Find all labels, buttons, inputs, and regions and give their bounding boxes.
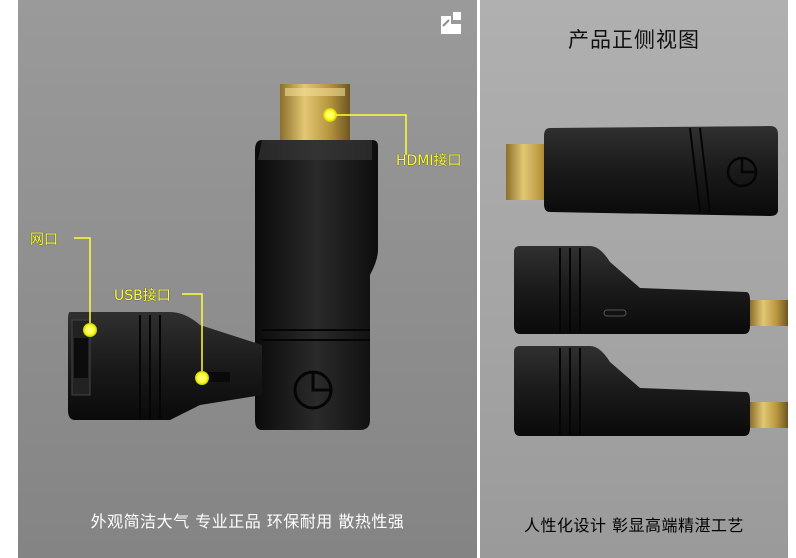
panel-divider — [477, 0, 480, 558]
front-logo-icon — [726, 156, 758, 188]
usb-callout-label: USB接口 — [114, 288, 171, 304]
right-caption: 人性化设计 彰显高端精湛工艺 — [523, 516, 745, 535]
usb-port — [200, 372, 230, 382]
left-photo-panel — [18, 0, 477, 558]
front-view-device — [506, 126, 778, 216]
side-view-device-bottom — [514, 346, 788, 436]
adapter-body — [255, 140, 378, 430]
hdmi-callout-label: HDMI接口 — [396, 153, 462, 169]
brand-logo-icon — [441, 12, 461, 34]
usb-callout-dot — [195, 371, 209, 385]
lan-usb-housing — [68, 312, 262, 420]
left-caption: 外观简洁大气 专业正品 环保耐用 散热性强 — [90, 512, 405, 531]
body-logo-icon — [293, 370, 333, 410]
view-title: 产品正侧视图 — [568, 28, 700, 52]
side-view-device-top — [514, 246, 788, 334]
page-margin — [788, 0, 796, 558]
hdmi-callout-dot — [323, 108, 337, 122]
lan-callout-dot — [83, 323, 97, 337]
lan-callout-label: 网口 — [30, 232, 58, 248]
